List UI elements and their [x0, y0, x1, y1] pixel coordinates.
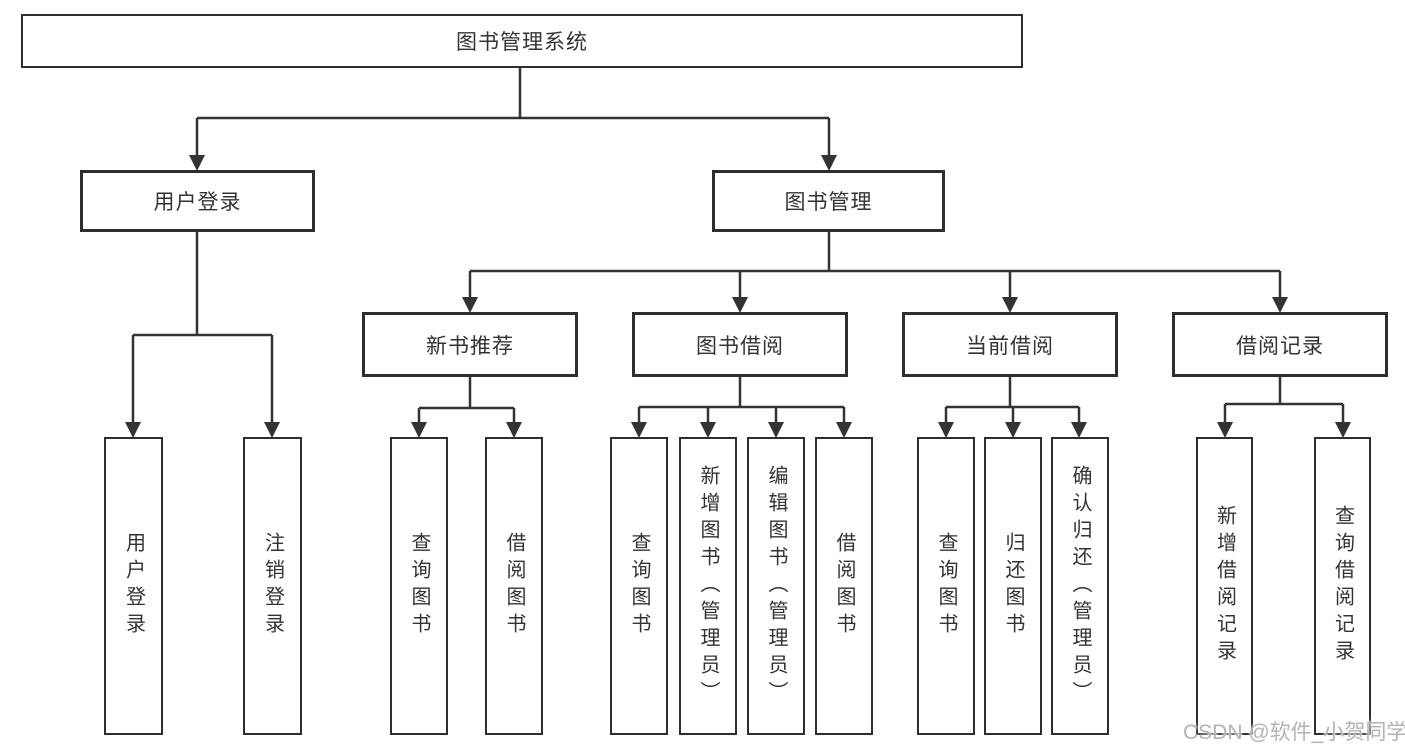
- node-user-login: 用户登录: [80, 170, 315, 232]
- leaf-return-book: 归还图书: [984, 437, 1042, 735]
- arrow-down-icon: [700, 422, 716, 438]
- leaf-query-borrow-record: 查询借阅记录: [1314, 437, 1371, 735]
- leaf-add-borrow-record-label: 新增借阅记录: [1213, 505, 1236, 667]
- leaf-confirm-return-admin-label: 确认归还（管理员）: [1069, 464, 1091, 708]
- leaf-borrow-query-book-label: 查询图书: [628, 532, 650, 640]
- arrow-down-icon: [1005, 422, 1021, 438]
- leaf-borrow-borrow-book-label: 借阅图书: [833, 532, 855, 640]
- node-current-borrow: 当前借阅: [902, 312, 1118, 377]
- arrow-down-icon: [189, 155, 205, 171]
- arrow-down-icon: [1071, 422, 1087, 438]
- node-root: 图书管理系统: [21, 14, 1023, 68]
- leaf-recommend-borrow-book: 借阅图书: [485, 437, 543, 735]
- arrow-down-icon: [462, 297, 478, 313]
- leaf-user-login: 用户登录: [104, 437, 163, 735]
- node-current-borrow-label: 当前借阅: [966, 334, 1054, 358]
- node-borrow-records: 借阅记录: [1172, 312, 1388, 377]
- leaf-borrow-query-book: 查询图书: [610, 437, 668, 735]
- leaf-add-book-admin-label: 新增图书（管理员）: [697, 464, 719, 708]
- arrow-down-icon: [506, 422, 522, 438]
- arrow-down-icon: [1335, 422, 1351, 438]
- arrow-down-icon: [768, 422, 784, 438]
- leaf-return-book-label: 归还图书: [1002, 532, 1024, 640]
- arrow-down-icon: [732, 297, 748, 313]
- arrow-down-icon: [836, 422, 852, 438]
- arrow-down-icon: [821, 155, 837, 171]
- leaf-logout-label: 注销登录: [261, 532, 284, 640]
- arrow-down-icon: [938, 422, 954, 438]
- node-book-management: 图书管理: [712, 170, 945, 232]
- node-book-borrow-label: 图书借阅: [696, 334, 784, 358]
- leaf-edit-book-admin: 编辑图书（管理员）: [747, 437, 805, 735]
- leaf-query-borrow-record-label: 查询借阅记录: [1331, 505, 1354, 667]
- leaf-user-login-label: 用户登录: [122, 532, 145, 640]
- arrow-down-icon: [125, 422, 141, 438]
- arrow-down-icon: [1272, 297, 1288, 313]
- leaf-borrow-borrow-book: 借阅图书: [815, 437, 873, 735]
- node-book-management-label: 图书管理: [784, 191, 873, 214]
- node-borrow-records-label: 借阅记录: [1236, 334, 1324, 358]
- arrow-down-icon: [411, 422, 427, 438]
- node-root-label: 图书管理系统: [456, 31, 588, 54]
- node-new-book-recommend: 新书推荐: [362, 312, 578, 377]
- leaf-edit-book-admin-label: 编辑图书（管理员）: [765, 464, 787, 708]
- arrow-down-icon: [1002, 297, 1018, 313]
- leaf-logout: 注销登录: [243, 437, 302, 735]
- arrow-down-icons: [125, 155, 1351, 438]
- leaf-add-book-admin: 新增图书（管理员）: [679, 437, 737, 735]
- leaf-recommend-borrow-book-label: 借阅图书: [503, 532, 525, 640]
- watermark: CSDN @软件_小贺同学: [1183, 721, 1405, 744]
- node-new-book-recommend-label: 新书推荐: [426, 334, 514, 358]
- arrow-down-icon: [1217, 422, 1233, 438]
- leaf-recommend-query-book-label: 查询图书: [408, 532, 430, 640]
- leaf-confirm-return-admin: 确认归还（管理员）: [1051, 437, 1109, 735]
- arrow-down-icon: [631, 422, 647, 438]
- leaf-add-borrow-record: 新增借阅记录: [1196, 437, 1253, 735]
- node-user-login-label: 用户登录: [153, 191, 242, 214]
- arrow-down-icon: [264, 422, 280, 438]
- leaf-current-query-book: 查询图书: [917, 437, 975, 735]
- leaf-current-query-book-label: 查询图书: [935, 532, 957, 640]
- leaf-recommend-query-book: 查询图书: [390, 437, 448, 735]
- node-book-borrow: 图书借阅: [632, 312, 848, 377]
